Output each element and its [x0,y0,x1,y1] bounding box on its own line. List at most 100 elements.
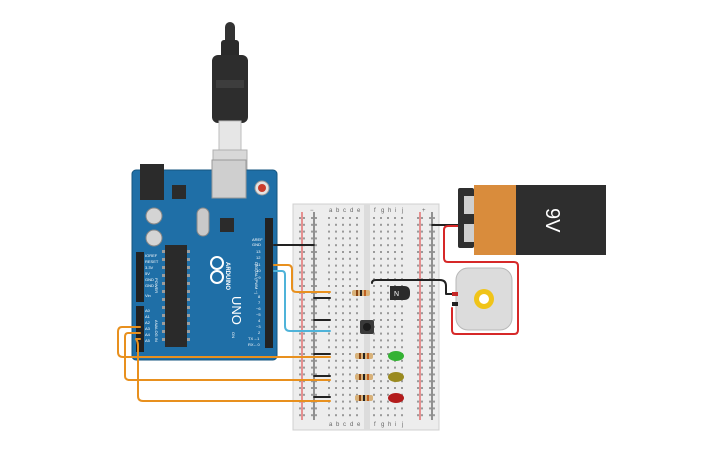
breadboard-hole [429,251,431,253]
breadboard-hole [394,305,396,308]
breadboard-hole [429,291,431,294]
pushbutton[interactable] [360,320,374,334]
breadboard-hole [387,305,389,308]
pin-label: A3 [145,326,151,331]
breadboard-hole [401,264,403,267]
pin-label: 3.3V [145,265,154,270]
breadboard-hole [342,366,344,369]
breadboard-hole [401,217,403,219]
breadboard-hole [394,217,396,219]
breadboard-hole [417,407,419,410]
pin-label: 7 [258,300,261,305]
breadboard-hole [311,407,313,410]
breadboard-hole [303,359,305,362]
breadboard-hole [421,217,423,219]
breadboard-hole [299,298,301,301]
breadboard-hole [311,380,313,383]
breadboard-hole [311,257,313,260]
breadboard-hole [311,251,313,253]
breadboard-hole [342,332,344,335]
breadboard-hole [429,353,431,355]
breadboard-hole [387,414,389,417]
breadboard-hole [335,278,337,281]
breadboard-hole [311,366,313,369]
pin-label: 5V [145,271,150,276]
pin-label: A4 [145,332,151,337]
battery-9v: 9V [458,185,606,255]
column-letter: b [336,208,340,214]
column-letter: i [395,208,396,214]
breadboard-hole [429,366,431,369]
breadboard-hole [421,257,423,260]
breadboard-hole [299,366,301,369]
breadboard-hole [417,291,419,294]
breadboard-hole [342,407,344,410]
pin-label: ~10 [254,268,262,273]
breadboard-hole [315,380,317,383]
breadboard-hole [373,230,375,233]
breadboard-hole [394,312,396,315]
breadboard-hole [417,325,419,328]
breadboard-hole [387,285,389,287]
breadboard-hole [356,400,358,403]
breadboard-hole [433,414,435,417]
breadboard-hole [417,332,419,335]
breadboard-hole [394,251,396,253]
breadboard-hole [349,244,351,247]
led-yellow [388,372,404,382]
breadboard-hole [433,271,435,274]
breadboard-hole [349,393,351,396]
breadboard-hole [315,407,317,410]
breadboard-hole [349,414,351,417]
breadboard-hole [433,346,435,349]
breadboard-hole [335,380,337,383]
transistor: N [352,286,410,300]
breadboard-hole [387,291,389,294]
breadboard-hole [380,237,382,240]
breadboard-hole [387,387,389,389]
breadboard-hole [380,387,382,389]
breadboard-hole [356,414,358,417]
breadboard-hole [401,332,403,335]
breadboard-hole [380,285,382,287]
pin-label: ~5 [256,312,261,317]
arduino-brand: ARDUINO [224,262,230,290]
breadboard-hole [421,414,423,417]
analog-header [136,306,144,352]
breadboard-hole [380,298,382,301]
breadboard-hole [380,291,382,294]
breadboard-hole [303,298,305,301]
column-letter: d [350,208,353,214]
arduino-logo [210,256,224,284]
breadboard-hole [328,271,330,274]
column-letter: f [374,208,376,214]
breadboard-hole [421,353,423,355]
breadboard-hole [387,373,389,376]
breadboard-hole [421,271,423,274]
breadboard-hole [380,271,382,274]
breadboard-hole [299,264,301,267]
breadboard-hole [356,332,358,335]
breadboard-hole [394,271,396,274]
breadboard-hole [373,271,375,274]
breadboard-hole [335,298,337,301]
led-green [388,351,404,361]
breadboard-hole [356,230,358,233]
breadboard-hole [311,353,313,355]
breadboard-hole [387,359,389,362]
breadboard-hole [328,393,330,396]
breadboard-hole [373,312,375,315]
breadboard-hole [429,223,431,226]
breadboard-hole [380,393,382,396]
breadboard-hole [303,264,305,267]
breadboard-hole [335,223,337,226]
breadboard-hole [328,407,330,410]
breadboard-hole [401,230,403,233]
breadboard-hole [417,393,419,396]
pin-label: 4 [258,318,261,323]
breadboard-hole [429,387,431,389]
breadboard-hole [417,359,419,362]
breadboard-hole [373,291,375,294]
pin-label: A2 [145,320,151,325]
breadboard-hole [342,257,344,260]
